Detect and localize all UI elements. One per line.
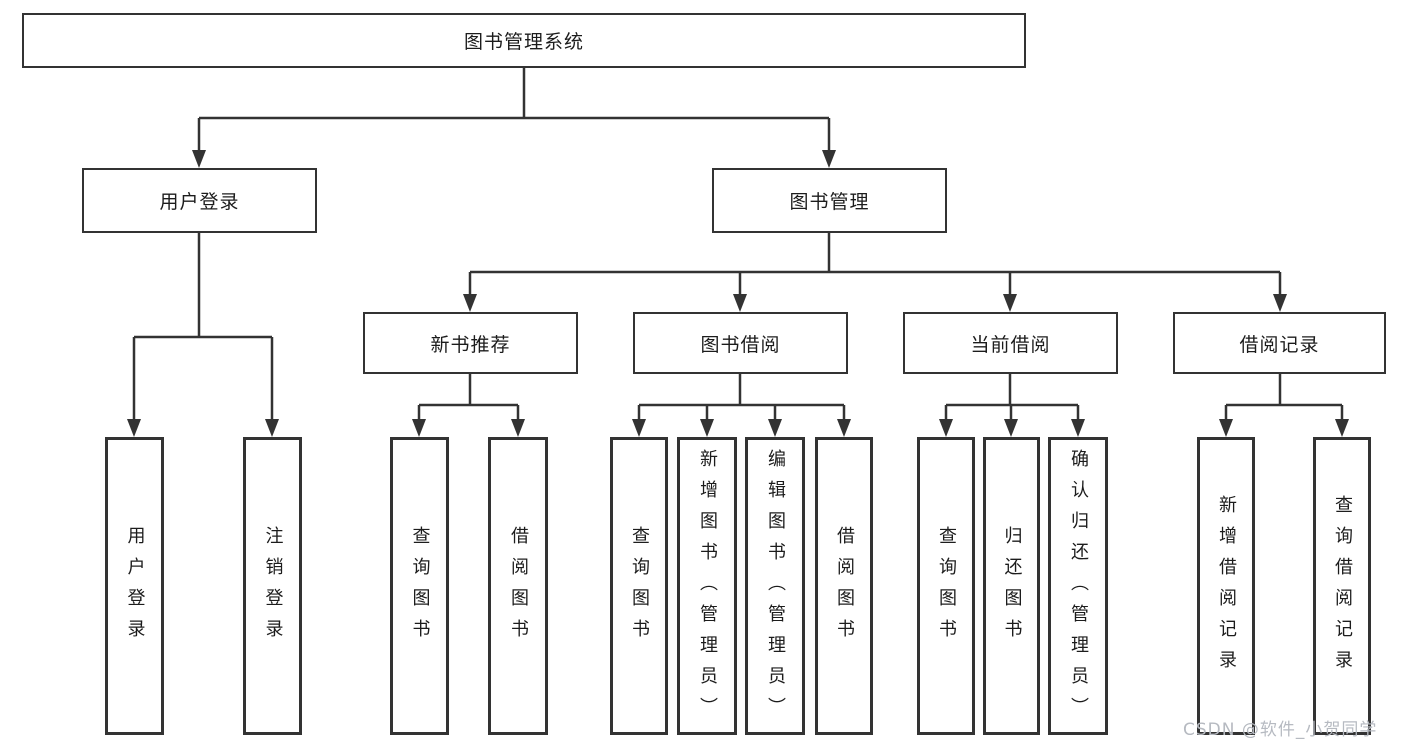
edge-recommend-split <box>417 374 520 421</box>
arrowheads <box>127 150 1349 437</box>
leaf-query-books-current: 查询图书 <box>917 437 975 735</box>
csdn-watermark: CSDN @软件_小贺同学 <box>1183 720 1378 740</box>
node-library-system: 图书管理系统 <box>22 13 1026 68</box>
leaf-edit-book-admin: 编辑图书（管理员） <box>745 437 805 735</box>
node-book-borrow: 图书借阅 <box>633 312 848 374</box>
arrow-down <box>837 419 851 437</box>
arrow-down <box>733 294 747 312</box>
leaf-return-book: 归还图书 <box>983 437 1040 735</box>
leaf-add-book-admin: 新增图书（管理员） <box>677 437 737 735</box>
arrow-down <box>511 419 525 437</box>
node-new-book-recommend: 新书推荐 <box>363 312 578 374</box>
node-borrow-records: 借阅记录 <box>1173 312 1386 374</box>
arrow-down <box>1335 419 1349 437</box>
arrow-down <box>1004 419 1018 437</box>
arrow-down <box>939 419 953 437</box>
leaf-borrow-books-recommend: 借阅图书 <box>488 437 548 735</box>
node-user-login: 用户登录 <box>82 168 317 233</box>
arrow-down <box>127 419 141 437</box>
arrow-down <box>463 294 477 312</box>
connector-lines <box>132 68 1344 421</box>
leaf-logout: 注销登录 <box>243 437 302 735</box>
arrow-down <box>1219 419 1233 437</box>
leaf-borrow-books-borrow: 借阅图书 <box>815 437 873 735</box>
arrow-down <box>822 150 836 168</box>
leaf-query-books-borrow: 查询图书 <box>610 437 668 735</box>
leaf-confirm-return-admin: 确认归还（管理员） <box>1048 437 1108 735</box>
arrow-down <box>700 419 714 437</box>
arrow-down <box>1003 294 1017 312</box>
arrow-down <box>768 419 782 437</box>
edge-bookmgmt-split <box>468 233 1282 296</box>
leaf-add-borrow-record: 新增借阅记录 <box>1197 437 1255 735</box>
edge-borrow-split <box>637 374 846 421</box>
arrow-down <box>632 419 646 437</box>
leaf-user-login: 用户登录 <box>105 437 164 735</box>
arrow-down <box>192 150 206 168</box>
node-current-borrow: 当前借阅 <box>903 312 1118 374</box>
edge-root-split <box>197 68 831 152</box>
node-book-management: 图书管理 <box>712 168 947 233</box>
leaf-query-books-recommend: 查询图书 <box>390 437 449 735</box>
arrow-down <box>1273 294 1287 312</box>
edge-login-split <box>132 232 274 421</box>
arrow-down <box>265 419 279 437</box>
leaf-query-borrow-record: 查询借阅记录 <box>1313 437 1371 735</box>
edge-records-split <box>1224 374 1344 421</box>
arrow-down <box>412 419 426 437</box>
arrow-down <box>1071 419 1085 437</box>
edge-current-split <box>944 374 1080 421</box>
